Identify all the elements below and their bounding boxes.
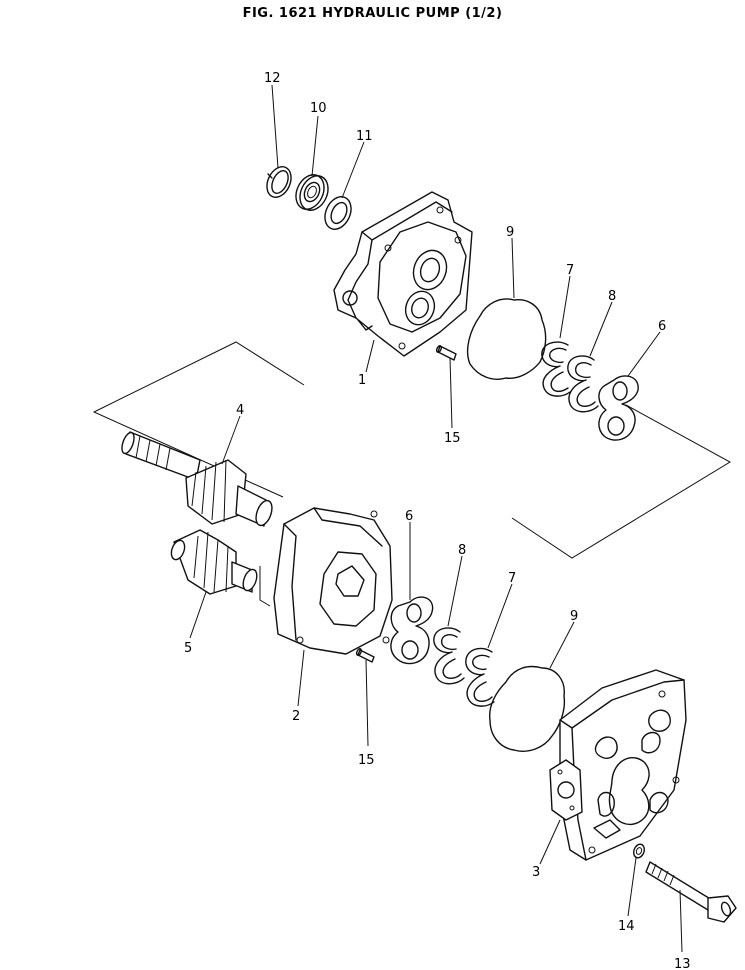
assembly-axis-lines <box>92 341 731 607</box>
bearing-part-10 <box>295 174 329 211</box>
backup-ring-part-7-lower <box>465 647 495 707</box>
callout-labels: 12 10 11 9 7 8 6 1 15 4 6 8 7 9 5 2 15 3… <box>184 71 691 970</box>
callout-6-upper: 6 <box>658 319 666 334</box>
drive-gear-shaft-part-4 <box>121 431 273 527</box>
seal-part-8-lower <box>433 627 465 685</box>
callout-7-lower: 7 <box>508 571 516 586</box>
thrust-plate-part-6-lower <box>390 596 434 665</box>
leader-lines <box>189 84 683 953</box>
dowel-pin-part-15-lower <box>355 648 375 663</box>
callout-7-upper: 7 <box>566 263 574 278</box>
driven-gear-part-5 <box>170 529 258 595</box>
backup-ring-part-7-upper <box>541 341 571 397</box>
gasket-part-9-upper <box>466 298 547 380</box>
snap-ring-part-12 <box>266 166 292 198</box>
callout-8-lower: 8 <box>458 543 466 558</box>
washer-part-14 <box>633 843 645 859</box>
callout-1: 1 <box>358 373 366 388</box>
callout-3: 3 <box>532 865 540 880</box>
gear-housing-part-2 <box>273 507 393 655</box>
callout-9-upper: 9 <box>506 225 514 240</box>
dowel-pin-part-15-upper <box>435 345 457 361</box>
callout-9-lower: 9 <box>570 609 578 624</box>
callout-2: 2 <box>292 709 300 724</box>
callout-5: 5 <box>184 641 192 656</box>
gasket-part-9-lower <box>489 665 566 752</box>
callout-8-upper: 8 <box>608 289 616 304</box>
figure-title: FIG. 1621 HYDRAULIC PUMP (1/2) <box>242 6 503 21</box>
seal-part-11 <box>324 196 352 230</box>
seal-part-8-upper <box>567 355 599 413</box>
callout-15-lower: 15 <box>358 753 375 768</box>
callout-4: 4 <box>236 403 244 418</box>
callout-12: 12 <box>264 71 281 86</box>
callout-15-upper: 15 <box>444 431 461 446</box>
callout-11: 11 <box>356 129 373 144</box>
thrust-plate-part-6-upper <box>598 375 639 441</box>
callout-14: 14 <box>618 919 635 934</box>
callout-10: 10 <box>310 101 327 116</box>
bolt-part-13 <box>645 861 737 923</box>
callout-13: 13 <box>674 957 691 970</box>
front-cover-part-1 <box>333 191 473 357</box>
callout-6-lower: 6 <box>405 509 413 524</box>
rear-cover-part-3 <box>549 669 687 861</box>
